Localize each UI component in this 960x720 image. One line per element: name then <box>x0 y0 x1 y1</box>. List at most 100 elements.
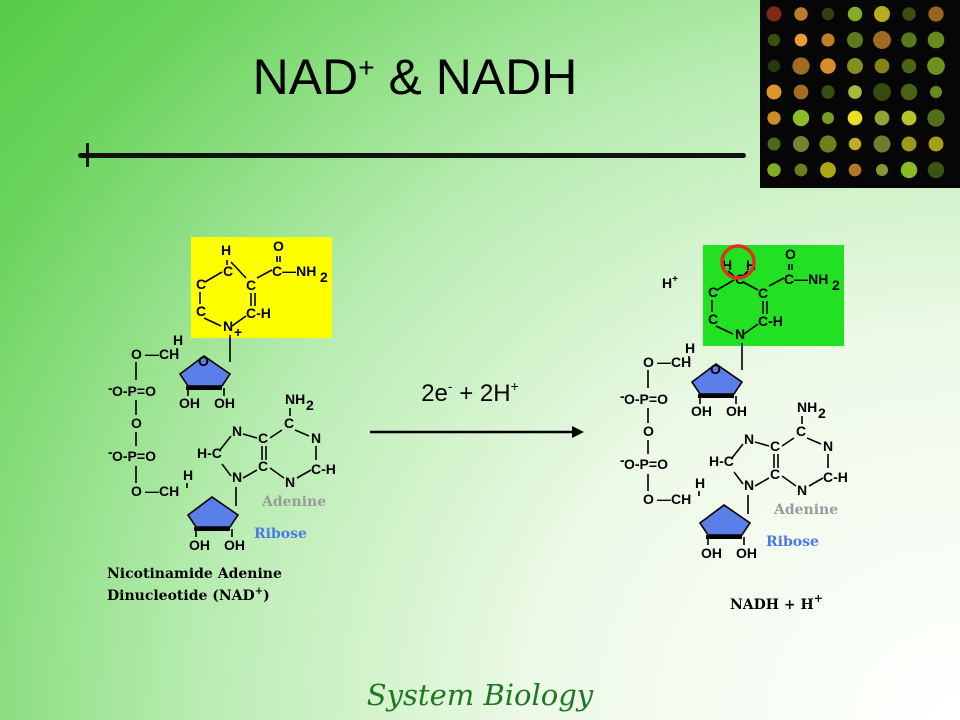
svg-text:C: C <box>708 284 718 300</box>
svg-text:N: N <box>223 318 233 334</box>
svg-text:C—NH: C—NH <box>272 263 316 279</box>
microarray-spot <box>901 110 917 126</box>
svg-text:NH: NH <box>285 391 305 407</box>
svg-text:2: 2 <box>818 405 826 421</box>
svg-text:C-H: C-H <box>758 313 783 329</box>
svg-text:2: 2 <box>320 269 328 285</box>
microarray-spot <box>848 85 862 99</box>
svg-text:—CH: —CH <box>657 354 691 370</box>
nad-ribose-label: Ribose <box>254 526 307 542</box>
svg-text:H: H <box>722 257 732 273</box>
microarray-spot <box>900 83 918 101</box>
microarray-spot <box>794 33 808 47</box>
nad-lower-ribose: OH OH <box>186 487 245 553</box>
microarray-spot <box>821 111 835 125</box>
svg-text:OH: OH <box>736 545 757 561</box>
svg-text:O: O <box>643 423 654 439</box>
nadh-lower-ribose: OH OH <box>698 495 757 561</box>
svg-text:N: N <box>311 430 321 446</box>
svg-text:C: C <box>770 438 780 454</box>
svg-text:2: 2 <box>832 277 840 293</box>
svg-text:-: - <box>620 388 625 404</box>
microarray-spot <box>900 161 918 179</box>
microarray-spot <box>767 59 781 73</box>
nadh-caption: NADH + H+ <box>730 592 823 613</box>
microarray-spot <box>901 58 917 74</box>
svg-text:H: H <box>746 257 756 273</box>
svg-text:C: C <box>258 430 268 446</box>
svg-text:C-H: C-H <box>823 469 848 485</box>
svg-text:N: N <box>232 423 242 439</box>
nadh-upper-ribose: O OH OH <box>690 361 747 419</box>
microarray-spot <box>848 163 862 177</box>
svg-text:H: H <box>221 242 231 258</box>
microarray-spot <box>792 109 810 127</box>
svg-text:O-P=O: O-P=O <box>112 448 156 464</box>
svg-text:C—NH: C—NH <box>784 271 828 287</box>
svg-text:C: C <box>770 466 780 482</box>
nad-caption-line2: Dinucleotide (NAD+) <box>107 586 270 604</box>
microarray-image <box>760 0 960 188</box>
microarray-spot <box>767 163 781 177</box>
svg-text:H: H <box>173 332 183 348</box>
svg-text:OH: OH <box>726 403 747 419</box>
svg-text:2: 2 <box>306 397 314 413</box>
svg-text:O: O <box>131 346 142 362</box>
svg-text:C: C <box>708 311 718 327</box>
nad-nicotinamide-box <box>191 237 332 338</box>
added-hydrogen-highlight <box>720 244 756 280</box>
microarray-spot <box>929 85 943 99</box>
svg-text:C-H: C-H <box>246 305 271 321</box>
microarray-spot <box>847 110 863 126</box>
svg-text:O-P=O: O-P=O <box>624 391 668 407</box>
svg-text:H-C: H-C <box>197 445 222 461</box>
microarray-spot <box>873 31 891 49</box>
svg-text:—CH: —CH <box>657 491 691 507</box>
microarray-spot <box>873 83 891 101</box>
svg-text:C: C <box>258 458 268 474</box>
microarray-spot <box>793 84 809 100</box>
svg-text:N: N <box>797 482 807 498</box>
svg-text:H: H <box>695 475 705 491</box>
svg-text:OH: OH <box>701 545 722 561</box>
nad-caption-line1: Nicotinamide Adenine <box>107 566 282 582</box>
microarray-spot <box>794 7 808 21</box>
svg-text:O: O <box>131 415 142 431</box>
microarray-spot <box>821 85 835 99</box>
title-underline-tick <box>86 143 89 167</box>
nad-adenine: NH 2 C N C N H-C C C-H N N <box>197 391 336 490</box>
svg-text:O: O <box>785 246 796 262</box>
microarray-spot <box>820 162 836 178</box>
microarray-spot <box>927 109 945 127</box>
svg-text:OH: OH <box>224 537 245 553</box>
svg-text:O-P=O: O-P=O <box>112 383 156 399</box>
svg-text:C-H: C-H <box>311 461 336 477</box>
svg-text:C: C <box>196 276 206 292</box>
svg-text:O: O <box>131 483 142 499</box>
svg-text:C: C <box>284 415 294 431</box>
svg-text:OH: OH <box>179 395 200 411</box>
microarray-spot <box>820 58 836 74</box>
svg-text:H: H <box>685 340 695 356</box>
microarray-spot <box>846 31 864 49</box>
svg-text:O: O <box>643 491 654 507</box>
microarray-spot <box>767 137 781 151</box>
microarray-spot <box>874 110 890 126</box>
nadh-adenine-label: Adenine <box>773 502 838 518</box>
microarray-spot <box>901 136 917 152</box>
microarray-spot <box>901 32 917 48</box>
microarray-spot <box>792 57 810 75</box>
svg-text:N: N <box>735 326 745 342</box>
microarray-spot <box>767 33 781 47</box>
svg-text:H: H <box>183 467 193 483</box>
svg-text:OH: OH <box>189 537 210 553</box>
svg-text:—CH: —CH <box>145 346 179 362</box>
free-proton: H+ <box>662 274 678 291</box>
svg-text:N: N <box>232 469 242 485</box>
svg-text:H-C: H-C <box>709 453 734 469</box>
microarray-spot <box>766 6 782 22</box>
microarray-spot <box>819 135 837 153</box>
reaction-arrow <box>370 426 584 438</box>
svg-text:-: - <box>620 452 625 468</box>
